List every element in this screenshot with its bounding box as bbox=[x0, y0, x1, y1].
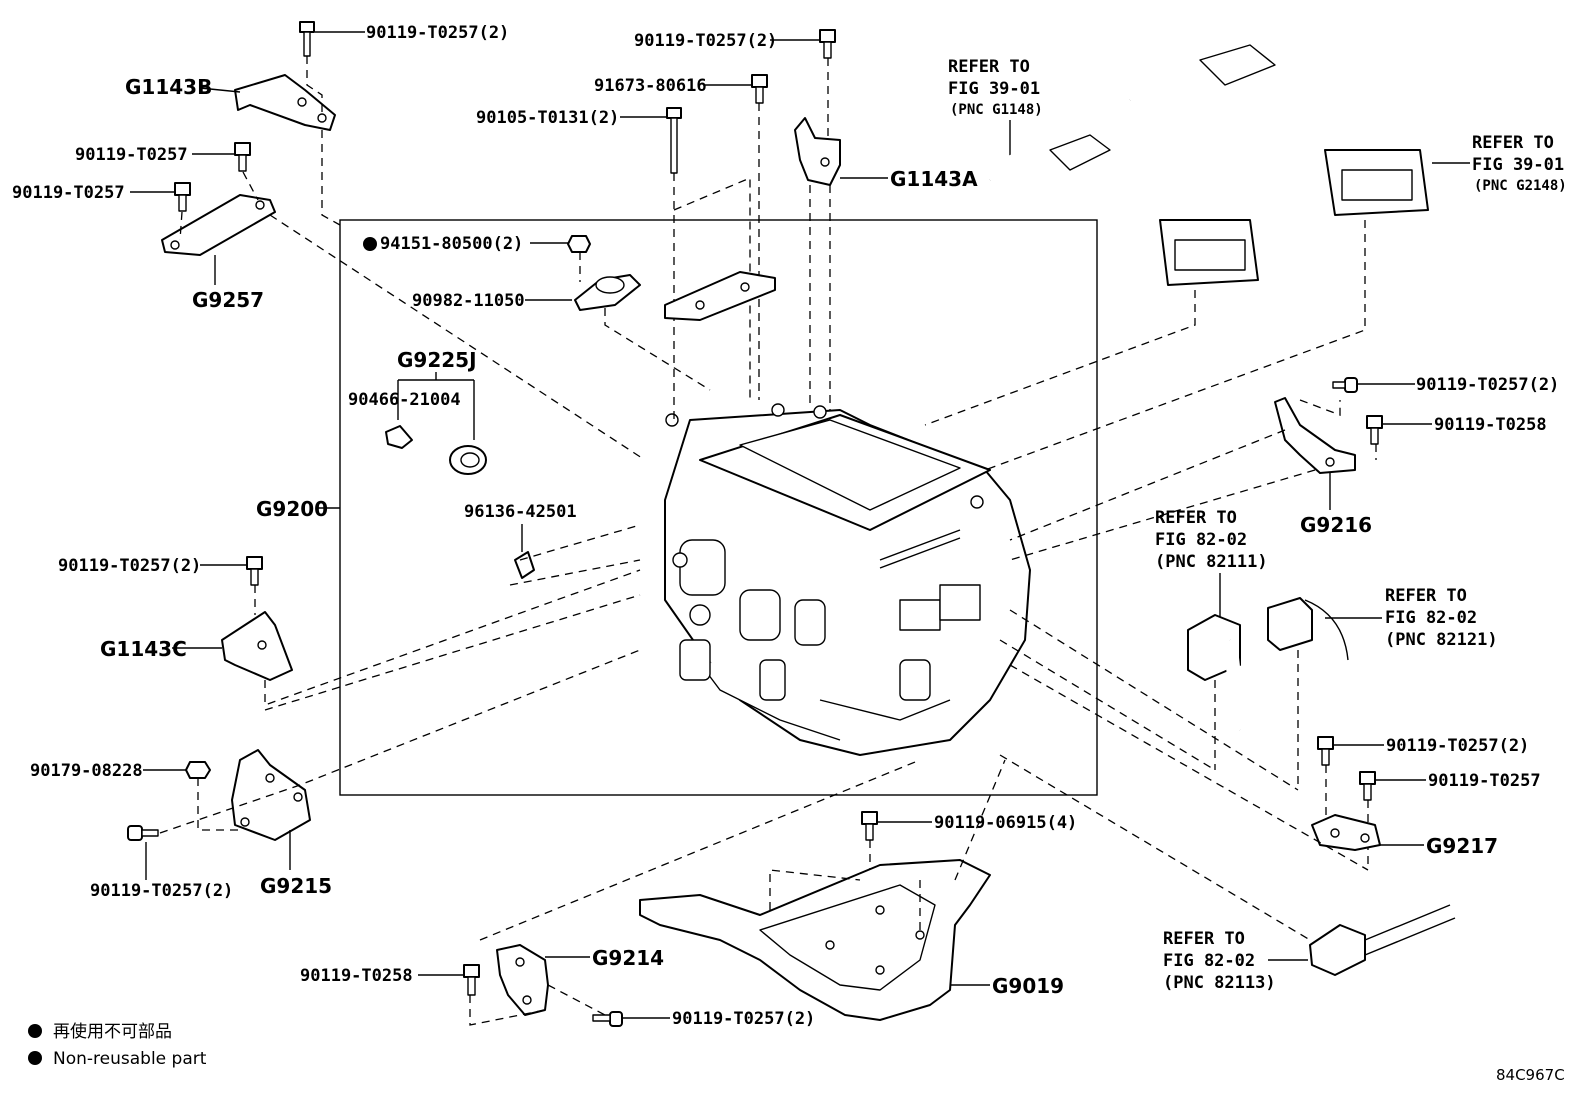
cable-harness-g2148[interactable] bbox=[1122, 44, 1429, 216]
label-refer-3901-a-3[interactable]: (PNC G1148) bbox=[950, 102, 1043, 118]
label-bolt-g9215[interactable]: 90119-T0257(2) bbox=[90, 881, 233, 901]
label-bolt-left-1[interactable]: 90119-T0257 bbox=[75, 145, 188, 165]
label-bolt-right-2[interactable]: 90119-T0258 bbox=[1434, 415, 1547, 435]
label-bolt-left-2[interactable]: 90119-T0257 bbox=[12, 183, 125, 203]
g9217-bracket[interactable] bbox=[1311, 814, 1381, 851]
bolt-icon[interactable] bbox=[666, 107, 682, 174]
legend-bullet-icon bbox=[28, 1024, 42, 1038]
bolt-icon[interactable] bbox=[174, 182, 191, 212]
drawing-code: 84C967C bbox=[1496, 1066, 1565, 1084]
label-refer-3901-b-1[interactable]: REFER TO bbox=[1472, 133, 1554, 153]
label-bolt-right-1[interactable]: 90119-T0257(2) bbox=[1416, 375, 1559, 395]
label-refer-8202-a-1[interactable]: REFER TO bbox=[1155, 508, 1237, 528]
g9257-bracket[interactable] bbox=[161, 194, 276, 256]
bolt-icon[interactable] bbox=[819, 29, 836, 59]
connector-82111[interactable] bbox=[1187, 614, 1247, 731]
label-refer-3901-a-2[interactable]: FIG 39-01 bbox=[948, 79, 1040, 99]
label-g9225j[interactable]: G9225J bbox=[397, 348, 477, 372]
bolt-icon[interactable] bbox=[127, 825, 159, 841]
label-g1143c[interactable]: G1143C bbox=[100, 637, 187, 661]
non-reusable-marker-icon bbox=[363, 237, 377, 251]
plate-bracket[interactable] bbox=[664, 271, 776, 321]
label-clamp-90982[interactable]: 90982-11050 bbox=[412, 291, 525, 311]
g9214-bracket[interactable] bbox=[496, 944, 549, 1016]
legend-jp: 再使用不可部品 bbox=[53, 1021, 172, 1042]
label-refer-8202-c-1[interactable]: REFER TO bbox=[1163, 929, 1245, 949]
bolt-icon[interactable] bbox=[246, 556, 263, 586]
label-refer-3901-b-2[interactable]: FIG 39-01 bbox=[1472, 155, 1564, 175]
bolt-icon[interactable] bbox=[751, 74, 768, 104]
label-bolt-bottom-2[interactable]: 90119-T0257(2) bbox=[672, 1009, 815, 1029]
hose-g9225j[interactable] bbox=[396, 444, 516, 598]
g1143a-bracket[interactable] bbox=[794, 117, 841, 186]
label-g9215[interactable]: G9215 bbox=[260, 874, 332, 898]
label-bolt-90105[interactable]: 90105-T0131(2) bbox=[476, 108, 619, 128]
nut-icon[interactable] bbox=[185, 761, 211, 779]
g1143b-bracket[interactable] bbox=[234, 74, 336, 131]
bolt-icon[interactable] bbox=[1317, 736, 1334, 766]
label-bolt-right-4[interactable]: 90119-T0257 bbox=[1428, 771, 1541, 791]
legend-bullet-icon bbox=[28, 1051, 42, 1065]
cable-harness-g1148[interactable] bbox=[983, 133, 1259, 286]
label-g9257[interactable]: G9257 bbox=[192, 288, 264, 312]
label-refer-3901-a-1[interactable]: REFER TO bbox=[948, 57, 1030, 77]
label-refer-8202-c-3[interactable]: (PNC 82113) bbox=[1163, 973, 1276, 993]
nut-icon[interactable] bbox=[567, 235, 591, 253]
label-refer-8202-a-2[interactable]: FIG 82-02 bbox=[1155, 530, 1247, 550]
g9019-skid-plate[interactable] bbox=[639, 859, 991, 1021]
label-refer-8202-b-2[interactable]: FIG 82-02 bbox=[1385, 608, 1477, 628]
legend-en: Non-reusable part bbox=[53, 1049, 207, 1069]
label-g9214[interactable]: G9214 bbox=[592, 946, 664, 970]
clip-icon[interactable] bbox=[514, 551, 535, 579]
label-refer-8202-a-3[interactable]: (PNC 82111) bbox=[1155, 552, 1268, 572]
label-plug-90466[interactable]: 90466-21004 bbox=[348, 390, 461, 410]
connector-82121[interactable] bbox=[1267, 597, 1349, 661]
label-g9019[interactable]: G9019 bbox=[992, 974, 1064, 998]
g1143c-bracket[interactable] bbox=[221, 611, 293, 681]
bolt-icon[interactable] bbox=[1366, 415, 1383, 445]
label-bolt-right-3[interactable]: 90119-T0257(2) bbox=[1386, 736, 1529, 756]
bolt-icon[interactable] bbox=[1332, 377, 1358, 393]
bolt-icon[interactable] bbox=[1359, 771, 1376, 801]
plug-icon[interactable] bbox=[385, 425, 413, 449]
label-g9217[interactable]: G9217 bbox=[1426, 834, 1498, 858]
label-bolt-top-mid[interactable]: 90119-T0257(2) bbox=[634, 31, 777, 51]
bolt-icon[interactable] bbox=[299, 21, 315, 57]
label-refer-3901-b-3[interactable]: (PNC G2148) bbox=[1474, 178, 1567, 194]
label-bolt-91673[interactable]: 91673-80616 bbox=[594, 76, 707, 96]
label-nut-90179[interactable]: 90179-08228 bbox=[30, 761, 143, 781]
label-refer-8202-b-3[interactable]: (PNC 82121) bbox=[1385, 630, 1498, 650]
label-clip-96136[interactable]: 96136-42501 bbox=[464, 502, 577, 522]
bolt-icon[interactable] bbox=[463, 964, 480, 996]
sensor-82113[interactable] bbox=[1309, 904, 1456, 976]
bolt-icon[interactable] bbox=[234, 142, 251, 172]
label-nut-94151[interactable]: 94151-80500(2) bbox=[380, 234, 523, 254]
label-g9216[interactable]: G9216 bbox=[1300, 513, 1372, 537]
label-bolt-g1143c[interactable]: 90119-T0257(2) bbox=[58, 556, 201, 576]
label-refer-8202-b-1[interactable]: REFER TO bbox=[1385, 586, 1467, 606]
label-bolt-top-left[interactable]: 90119-T0257(2) bbox=[366, 23, 509, 43]
bolt-icon[interactable] bbox=[592, 1011, 623, 1027]
label-g9200[interactable]: G9200 bbox=[256, 497, 328, 521]
label-g1143b[interactable]: G1143B bbox=[125, 75, 212, 99]
label-g1143a[interactable]: G1143A bbox=[890, 167, 978, 191]
g9216-bracket[interactable] bbox=[1274, 397, 1356, 474]
clamp-90982[interactable] bbox=[574, 274, 641, 311]
label-bolt-bottom-1[interactable]: 90119-T0258 bbox=[300, 966, 413, 986]
inverter-assembly bbox=[664, 403, 1031, 756]
label-refer-8202-c-2[interactable]: FIG 82-02 bbox=[1163, 951, 1255, 971]
label-bolt-06915[interactable]: 90119-06915(4) bbox=[934, 813, 1077, 833]
bolt-icon[interactable] bbox=[861, 811, 878, 841]
